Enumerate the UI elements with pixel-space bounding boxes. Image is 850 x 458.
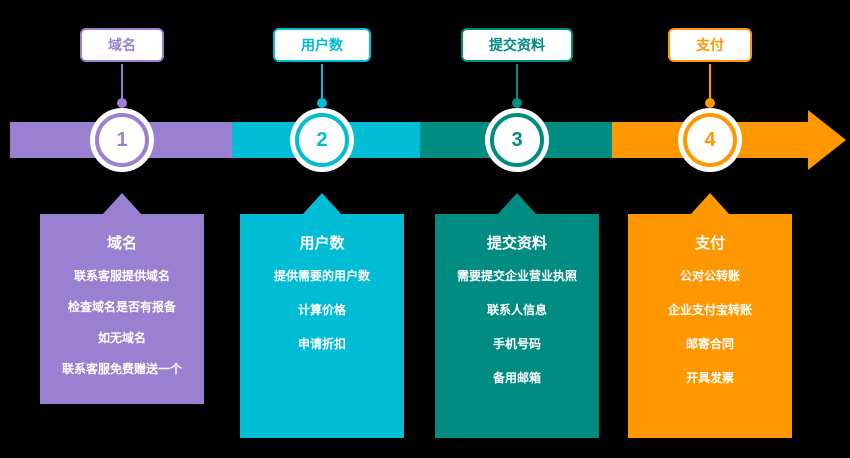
- card-pointer-triangle: [102, 193, 142, 215]
- step-card: 域名 联系客服提供域名 检查域名是否有报备 如无域名 联系客服免费赠送一个: [40, 214, 204, 404]
- step-connector-dot: [317, 98, 327, 108]
- card-item: 计算价格: [297, 303, 346, 317]
- card-title: 提交资料: [486, 235, 547, 252]
- step-connector-line: [321, 64, 323, 98]
- card-item: 邮寄合同: [685, 337, 734, 351]
- step-label-box: 用户数: [273, 28, 371, 62]
- card-item: 企业支付宝转账: [667, 303, 752, 317]
- step-number: 4: [704, 128, 716, 151]
- step-card: 用户数 提供需要的用户数 计算价格 申请折扣: [240, 214, 404, 438]
- step-card: 提交资料 需要提交企业营业执照 联系人信息 手机号码 备用邮箱: [435, 214, 599, 438]
- card-title: 域名: [106, 235, 137, 252]
- card-item: 联系客服提供域名: [73, 269, 170, 283]
- step-number: 2: [316, 128, 328, 151]
- card-title: 支付: [694, 235, 725, 252]
- card-title: 用户数: [299, 235, 345, 252]
- card-item: 联系人信息: [486, 303, 547, 317]
- card-pointer-triangle: [497, 193, 537, 215]
- card-item: 如无域名: [97, 331, 146, 345]
- card-item: 手机号码: [492, 337, 541, 351]
- step-card: 支付 公对公转账 企业支付宝转账 邮寄合同 开具发票: [628, 214, 792, 438]
- card-item: 公对公转账: [679, 269, 740, 283]
- step-number: 1: [116, 128, 128, 151]
- step-label-box: 提交资料: [461, 28, 573, 62]
- step-connector-line: [121, 64, 123, 98]
- step-circle: 2: [295, 113, 349, 167]
- step-label: 提交资料: [489, 37, 545, 53]
- step-circle: 1: [95, 113, 149, 167]
- card-item: 备用邮箱: [492, 371, 541, 385]
- step-label-box: 支付: [668, 28, 752, 62]
- card-item: 联系客服免费赠送一个: [61, 362, 182, 376]
- step-circle: 3: [490, 113, 544, 167]
- card-item: 开具发票: [685, 371, 734, 385]
- step-connector-line: [516, 64, 518, 98]
- step-connector-dot: [512, 98, 522, 108]
- step-label: 域名: [108, 37, 136, 53]
- card-item: 提供需要的用户数: [273, 269, 370, 283]
- step-label-box: 域名: [80, 28, 164, 62]
- card-item: 检查域名是否有报备: [67, 300, 176, 314]
- step-connector-dot: [705, 98, 715, 108]
- step-connector-dot: [117, 98, 127, 108]
- step-label: 用户数: [301, 37, 343, 53]
- card-pointer-triangle: [302, 193, 342, 215]
- band-arrow-head-icon: [808, 110, 846, 170]
- step-label: 支付: [696, 37, 724, 53]
- step-number: 3: [511, 128, 523, 151]
- step-connector-line: [709, 64, 711, 98]
- card-pointer-triangle: [690, 193, 730, 215]
- card-item: 需要提交企业营业执照: [456, 269, 577, 283]
- step-circle: 4: [683, 113, 737, 167]
- card-item: 申请折扣: [297, 337, 346, 351]
